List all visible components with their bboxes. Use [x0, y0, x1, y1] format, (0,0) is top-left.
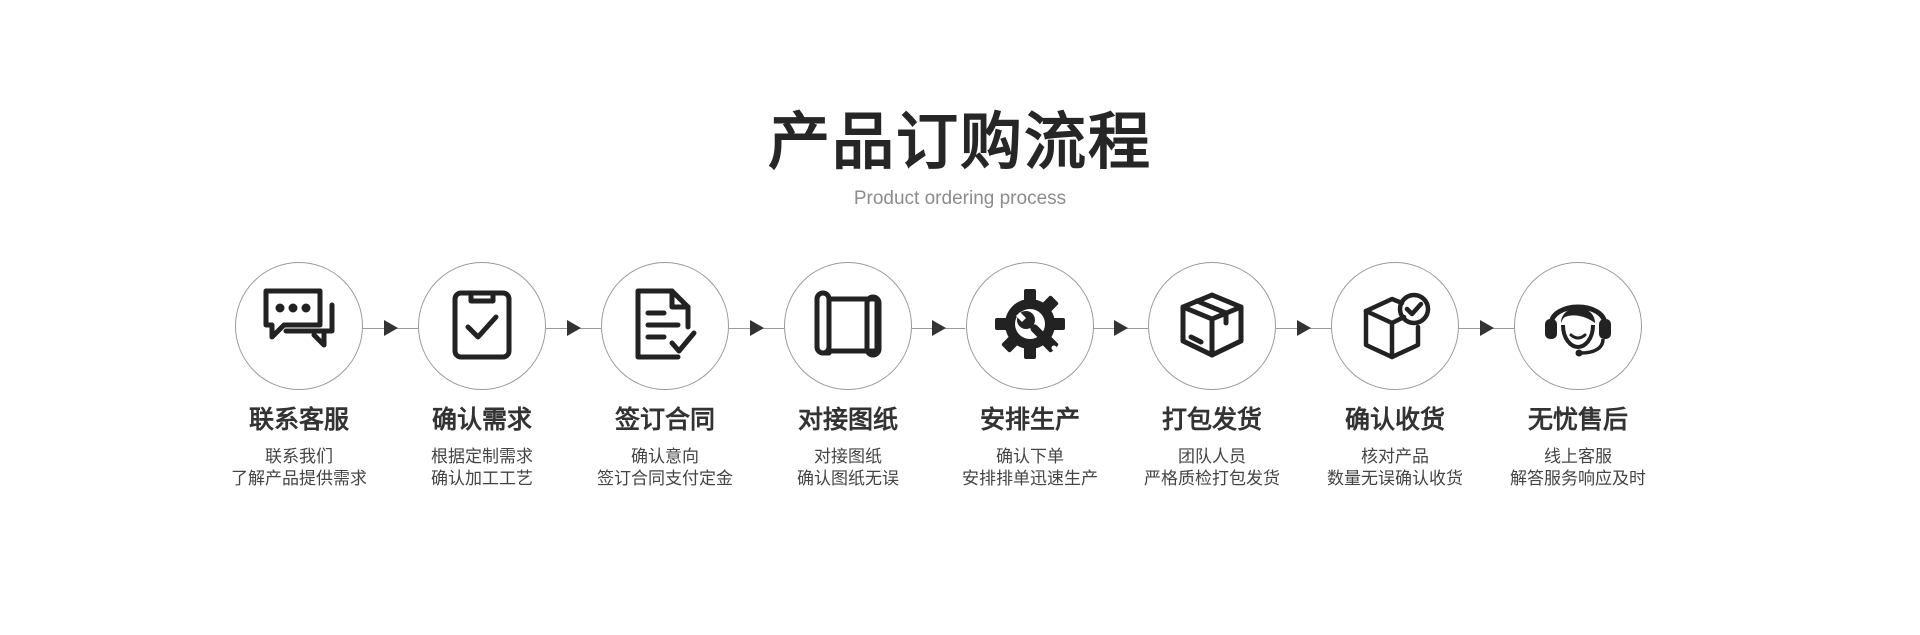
- step-desc-line: 确认下单: [996, 447, 1064, 467]
- step-icon-circle: [1514, 262, 1642, 390]
- step-desc-line: 数量无误确认收货: [1327, 469, 1463, 489]
- step-description: 联系我们 了解产品提供需求: [199, 446, 399, 490]
- arrow-right-icon: [1480, 320, 1494, 336]
- process-step: 安排生产 确认下单 安排排单迅速生产: [930, 262, 1130, 490]
- step-icon-circle: [601, 262, 729, 390]
- step-title: 签订合同: [614, 405, 715, 434]
- step-desc-line: 解答服务响应及时: [1510, 469, 1646, 489]
- package-box-icon: [1175, 287, 1249, 365]
- process-step: 确认需求 根据定制需求 确认加工工艺: [382, 262, 582, 490]
- step-title: 对接图纸: [797, 405, 898, 434]
- step-description: 对接图纸 确认图纸无误: [748, 446, 948, 490]
- step-desc-line: 团队人员: [1178, 447, 1246, 467]
- chat-bubbles-icon: [262, 287, 336, 365]
- process-step: 无忧售后 线上客服 解答服务响应及时: [1478, 262, 1678, 490]
- step-title: 安排生产: [979, 405, 1080, 434]
- clipboard-check-icon: [445, 287, 519, 365]
- step-icon-circle: [784, 262, 912, 390]
- step-desc-line: 确认意向: [631, 447, 699, 467]
- step-title: 确认收货: [1344, 405, 1445, 434]
- step-title: 确认需求: [431, 405, 532, 434]
- process-step: 签订合同 确认意向 签订合同支付定金: [565, 262, 765, 490]
- step-description: 根据定制需求 确认加工工艺: [382, 446, 582, 490]
- step-desc-line: 对接图纸: [814, 447, 882, 467]
- step-desc-line: 线上客服: [1544, 447, 1612, 467]
- step-icon-circle: [418, 262, 546, 390]
- step-description: 确认下单 安排排单迅速生产: [930, 446, 1130, 490]
- page-subtitle: Product ordering process: [853, 188, 1067, 209]
- step-desc-line: 签订合同支付定金: [597, 469, 733, 489]
- step-desc-line: 确认图纸无误: [797, 469, 899, 489]
- process-step: 打包发货 团队人员 严格质检打包发货: [1112, 262, 1312, 490]
- gear-wrench-icon: [993, 287, 1067, 365]
- step-desc-line: 联系我们: [265, 447, 333, 467]
- step-description: 核对产品 数量无误确认收货: [1295, 446, 1495, 490]
- step-description: 团队人员 严格质检打包发货: [1112, 446, 1312, 490]
- step-title: 无忧售后: [1527, 405, 1628, 434]
- step-desc-line: 安排排单迅速生产: [962, 469, 1098, 489]
- arrow-right-icon: [384, 320, 398, 336]
- process-step: 对接图纸 对接图纸 确认图纸无误: [748, 262, 948, 490]
- arrow-right-icon: [1297, 320, 1311, 336]
- step-title: 打包发货: [1161, 405, 1262, 434]
- step-icon-circle: [966, 262, 1094, 390]
- arrow-right-icon: [1114, 320, 1128, 336]
- step-desc-line: 了解产品提供需求: [231, 469, 367, 489]
- step-desc-line: 根据定制需求: [431, 447, 533, 467]
- headset-support-icon: [1541, 287, 1615, 365]
- step-desc-line: 确认加工工艺: [431, 469, 533, 489]
- arrow-right-icon: [932, 320, 946, 336]
- process-step: 确认收货 核对产品 数量无误确认收货: [1295, 262, 1495, 490]
- process-step: 联系客服 联系我们 了解产品提供需求: [199, 262, 399, 490]
- blueprint-scroll-icon: [811, 287, 885, 365]
- step-icon-circle: [1148, 262, 1276, 390]
- box-check-icon: [1358, 287, 1432, 365]
- step-description: 确认意向 签订合同支付定金: [565, 446, 765, 490]
- arrow-right-icon: [750, 320, 764, 336]
- step-desc-line: 严格质检打包发货: [1144, 469, 1280, 489]
- step-icon-circle: [235, 262, 363, 390]
- step-desc-line: 核对产品: [1361, 447, 1429, 467]
- arrow-right-icon: [567, 320, 581, 336]
- step-icon-circle: [1331, 262, 1459, 390]
- document-check-icon: [628, 287, 702, 365]
- step-description: 线上客服 解答服务响应及时: [1478, 446, 1678, 490]
- page-title: 产品订购流程: [767, 105, 1152, 178]
- step-title: 联系客服: [248, 405, 349, 434]
